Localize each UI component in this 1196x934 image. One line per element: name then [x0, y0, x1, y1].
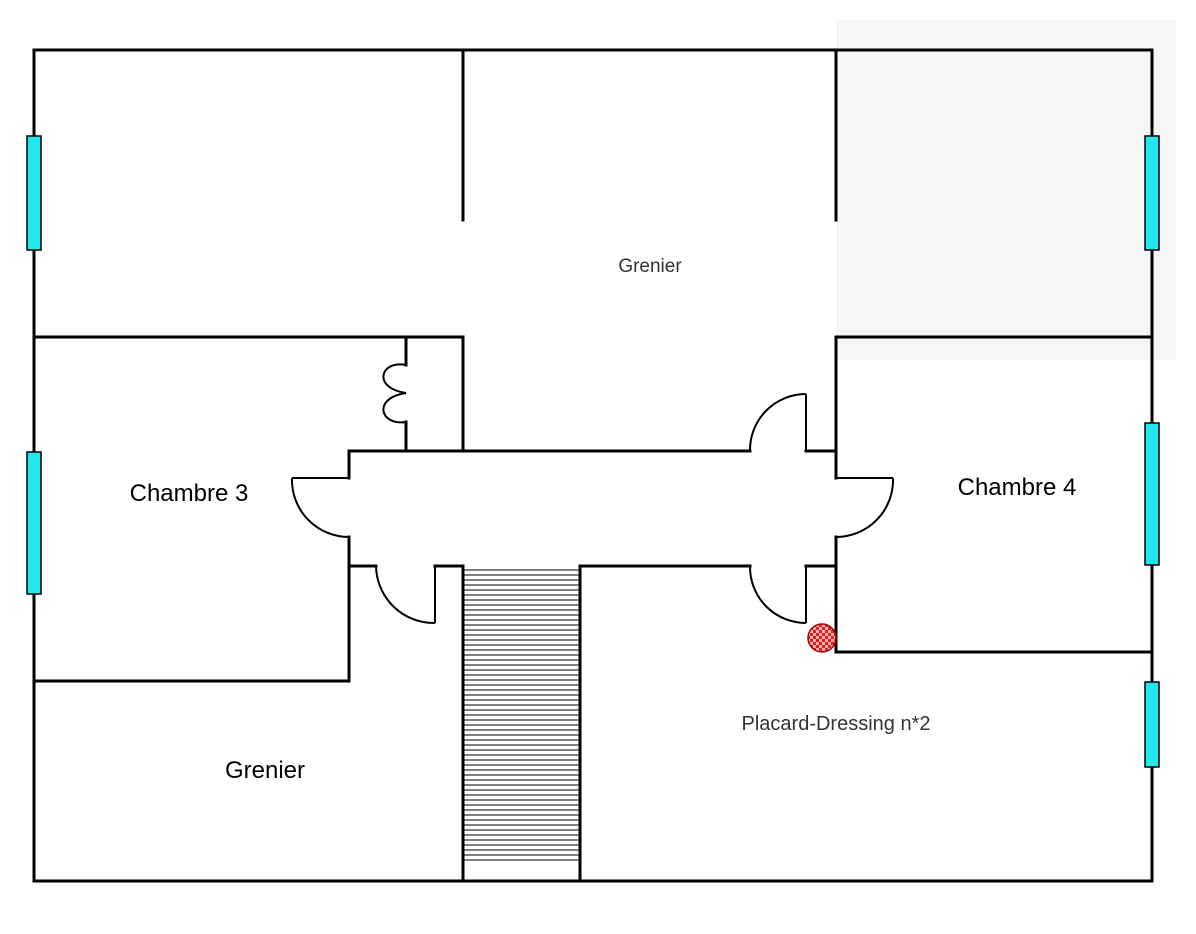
window-left-top	[26, 135, 42, 251]
door-grenier-top[interactable]	[748, 393, 807, 452]
room-label-grenier-bottom: Grenier	[225, 757, 305, 784]
closet-doors	[382, 363, 407, 424]
staircase	[463, 569, 580, 861]
shaded-area	[836, 20, 1176, 360]
smoke-detector-marker	[807, 623, 837, 653]
door-chambre-3[interactable]	[290, 477, 350, 538]
room-label-chambre-4: Chambre 4	[958, 474, 1077, 501]
room-label-placard: Placard-Dressing n*2	[742, 713, 931, 735]
window-right-top	[1144, 135, 1160, 251]
room-label-chambre-3: Chambre 3	[130, 480, 249, 507]
wall-chambre-3	[32, 335, 465, 683]
window-right-middle	[1144, 422, 1160, 566]
window-right-bottom	[1144, 681, 1160, 768]
door-grenier-bottom[interactable]	[375, 565, 436, 625]
door-placard[interactable]	[748, 565, 807, 624]
window-left-middle	[26, 451, 42, 595]
wall-corridor	[347, 449, 838, 883]
wall-chambre-4	[834, 335, 1154, 654]
door-chambre-4[interactable]	[835, 477, 895, 538]
room-label-grenier-top: Grenier	[618, 256, 682, 277]
